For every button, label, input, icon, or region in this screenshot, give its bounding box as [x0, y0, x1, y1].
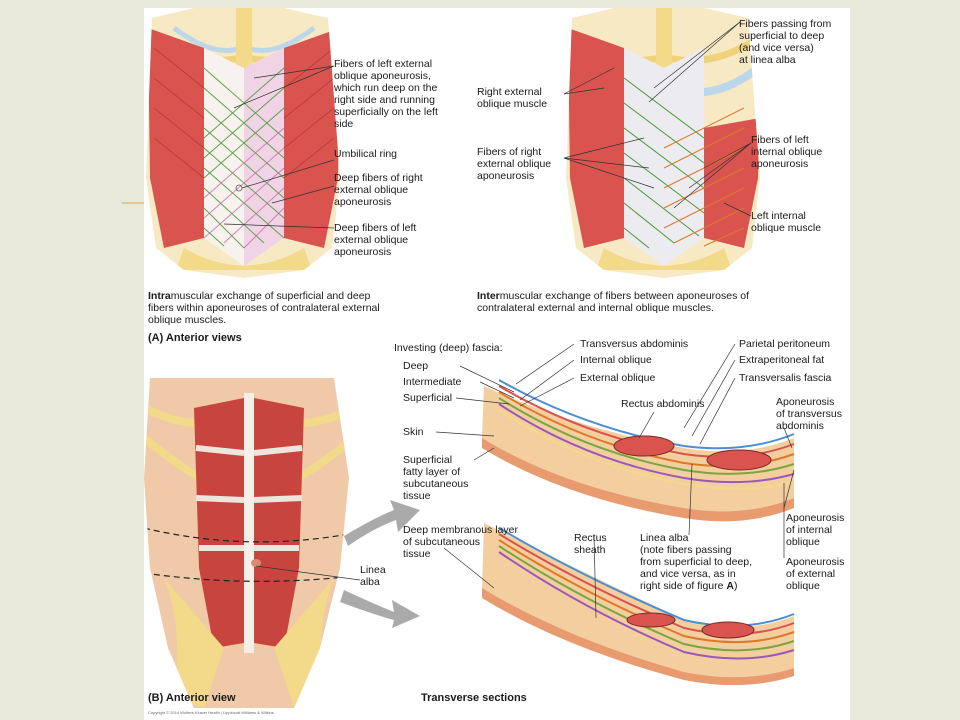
- label-parietal-peritoneum: Parietal peritoneum: [739, 338, 831, 350]
- label-fibers-right-external-oblique: Fibers of right external oblique aponeur…: [477, 146, 552, 182]
- transverse-sections-title: Transverse sections: [421, 692, 527, 704]
- transverse-section-lower: [482, 523, 795, 686]
- copyright-notice: Copyright © 2014 Wolters Kluwer Health |…: [148, 710, 274, 715]
- caption-intramuscular: Intramuscular exchange of superficial an…: [148, 290, 380, 326]
- leader-lines-b-right: [435, 343, 795, 619]
- label-internal-oblique: Internal oblique: [580, 354, 652, 366]
- label-deep-fibers-left-external: Deep fibers of left external oblique apo…: [334, 222, 417, 258]
- label-superficial-fatty-layer: Superficial fatty layer of subcutaneous …: [403, 454, 469, 502]
- label-linea-alba-note: Linea alba (note fibers passing from sup…: [640, 532, 753, 592]
- caption-intermuscular: Intermuscular exchange of fibers between…: [477, 290, 750, 314]
- label-transversalis-fascia: Transversalis fascia: [739, 372, 832, 384]
- leader-lines-b-left: [255, 565, 361, 581]
- label-fibers-left-internal-oblique: Fibers of left internal oblique aponeuro…: [751, 134, 823, 170]
- panel-b-title: (B) Anterior view: [148, 692, 236, 704]
- label-transversus-abdominis: Transversus abdominis: [580, 338, 689, 350]
- label-extraperitoneal-fat: Extraperitoneal fat: [739, 354, 825, 366]
- label-fibers-left-external-oblique: Fibers of left external oblique aponeuro…: [334, 58, 438, 130]
- label-fibers-passing-linea-alba: Fibers passing from superficial to deep …: [739, 18, 832, 66]
- leader-lines-a-left: [223, 65, 335, 229]
- anatomy-illustration: [144, 8, 795, 708]
- label-aponeurosis-transversus: Aponeurosis of transversus abdominis: [776, 396, 842, 432]
- label-skin: Skin: [403, 426, 424, 438]
- label-umbilical-ring: Umbilical ring: [334, 148, 398, 160]
- anterior-abdomen-illustration: [144, 378, 349, 708]
- torso-intramuscular-illustration: [146, 8, 340, 278]
- label-linea-alba: Linea alba: [360, 564, 386, 588]
- label-rectus-sheath: Rectus sheath: [574, 532, 607, 556]
- label-right-external-oblique-muscle: Right external oblique muscle: [477, 86, 548, 110]
- accent-line: [122, 202, 144, 204]
- label-aponeurosis-internal-oblique: Aponeurosis of internal oblique: [786, 512, 845, 548]
- transverse-section-upper: [482, 379, 795, 522]
- label-rectus-abdominis: Rectus abdominis: [621, 398, 705, 410]
- torso-intermuscular-illustration: [566, 8, 760, 278]
- label-deep-fibers-right-external: Deep fibers of right external oblique ap…: [334, 172, 423, 208]
- figure-panel: Fibers of left external oblique aponeuro…: [144, 8, 850, 720]
- label-external-oblique: External oblique: [580, 372, 656, 384]
- label-investing-fascia: Investing (deep) fascia:: [394, 342, 503, 354]
- label-deep-membranous-layer: Deep membranous layer of subcutaneous ti…: [403, 524, 518, 560]
- label-superficial: Superficial: [403, 392, 453, 404]
- label-deep: Deep: [403, 360, 429, 372]
- leader-lines-a-right: [563, 21, 752, 217]
- label-left-internal-oblique-muscle: Left internal oblique muscle: [751, 210, 822, 234]
- label-intermediate: Intermediate: [403, 376, 462, 388]
- label-aponeurosis-external-oblique: Aponeurosis of external oblique: [786, 556, 845, 592]
- section-arrows: [340, 500, 420, 628]
- panel-a-title: (A) Anterior views: [148, 332, 242, 344]
